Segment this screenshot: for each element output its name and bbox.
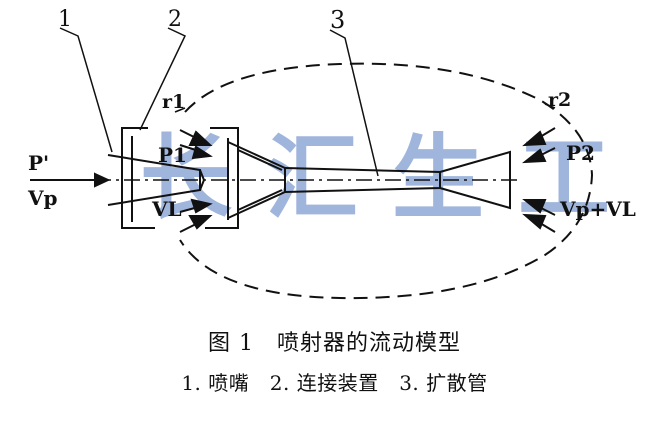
callout-1: 1	[58, 7, 72, 32]
callout-3: 3	[330, 6, 345, 34]
mixing-tube	[284, 167, 441, 193]
leader-3	[329, 29, 379, 177]
label-vp: Vp	[27, 186, 58, 210]
label-r1: r1	[162, 91, 185, 113]
figure-caption-legend: 1. 喷嘴 2. 连接装置 3. 扩散管	[181, 371, 488, 395]
label-vl: VL	[151, 197, 182, 221]
figure-caption-title: 图 1 喷射器的流动模型	[208, 331, 461, 356]
leader-2	[139, 27, 187, 131]
flow-arrows	[30, 127, 556, 233]
callout-2: 2	[168, 7, 182, 32]
bracket-right	[205, 127, 239, 229]
nozzle	[107, 154, 201, 206]
suction-envelope	[179, 62, 594, 300]
bracket-left	[121, 127, 155, 229]
label-vp-plus-vl: Vp+VL	[559, 197, 636, 221]
label-p1: P1	[158, 143, 187, 167]
label-p-prime: P'	[28, 151, 49, 175]
converging-inlet	[227, 141, 286, 219]
diagram-lines	[59, 27, 594, 300]
leader-1	[59, 27, 113, 153]
label-p2: P2	[566, 141, 595, 165]
label-r2: r2	[548, 89, 571, 111]
